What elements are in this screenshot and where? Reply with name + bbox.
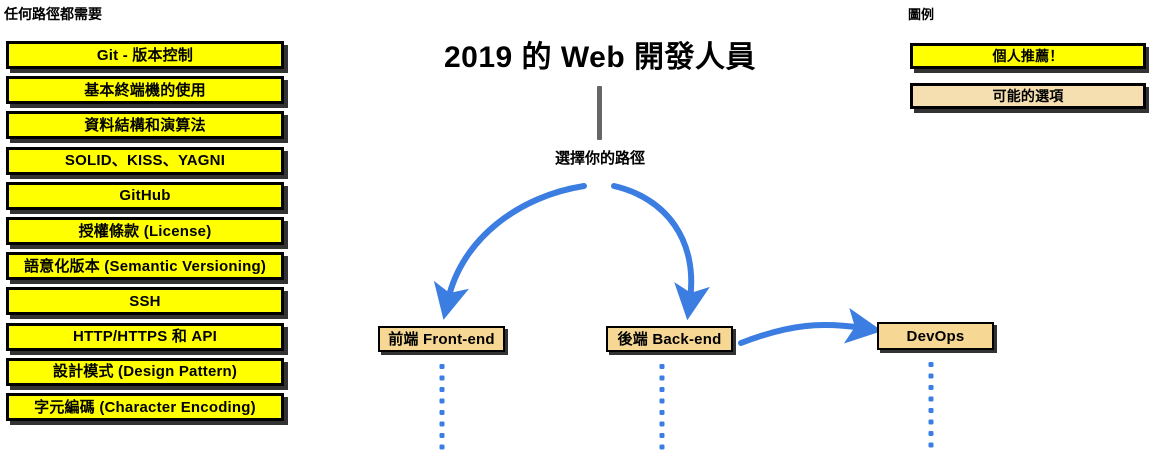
trunk-connector-line bbox=[597, 86, 602, 140]
requirement-item[interactable]: 語意化版本 (Semantic Versioning) bbox=[6, 252, 284, 281]
requirement-item[interactable]: GitHub bbox=[6, 181, 284, 210]
legend-item-recommended: 個人推薦！ bbox=[910, 43, 1146, 69]
requirement-item[interactable]: 資料結構和演算法 bbox=[6, 111, 284, 140]
requirement-item[interactable]: HTTP/HTTPS 和 API bbox=[6, 322, 284, 351]
curved-arrow-down-left-icon bbox=[433, 183, 587, 320]
node-devops[interactable]: DevOps bbox=[877, 322, 994, 350]
node-backend[interactable]: 後端 Back-end bbox=[606, 326, 733, 352]
left-panel-header: 任何路徑都需要 bbox=[4, 6, 102, 22]
dotted-trail-icon bbox=[439, 362, 934, 450]
requirement-item[interactable]: Git - 版本控制 bbox=[6, 41, 284, 69]
curved-arrow-right-icon bbox=[738, 307, 883, 346]
requirement-item[interactable]: 基本終端機的使用 bbox=[6, 76, 284, 105]
choose-path-label: 選擇你的路徑 bbox=[554, 150, 645, 167]
node-frontend[interactable]: 前端 Front-end bbox=[378, 326, 505, 352]
requirement-item[interactable]: 字元編碼 (Character Encoding) bbox=[6, 393, 284, 421]
curved-arrow-down-right-icon bbox=[611, 183, 710, 321]
requirement-item[interactable]: 設計模式 (Design Pattern) bbox=[6, 357, 284, 386]
legend-item-optional: 可能的選項 bbox=[910, 83, 1146, 109]
page-title: 2019 的 Web 開發人員 bbox=[443, 41, 757, 74]
requirement-item[interactable]: SSH bbox=[6, 287, 284, 316]
requirement-item[interactable]: SOLID、KISS、YAGNI bbox=[6, 146, 284, 175]
requirement-item[interactable]: 授權條款 (License) bbox=[6, 217, 284, 245]
legend-title: 圖例 bbox=[908, 7, 935, 22]
